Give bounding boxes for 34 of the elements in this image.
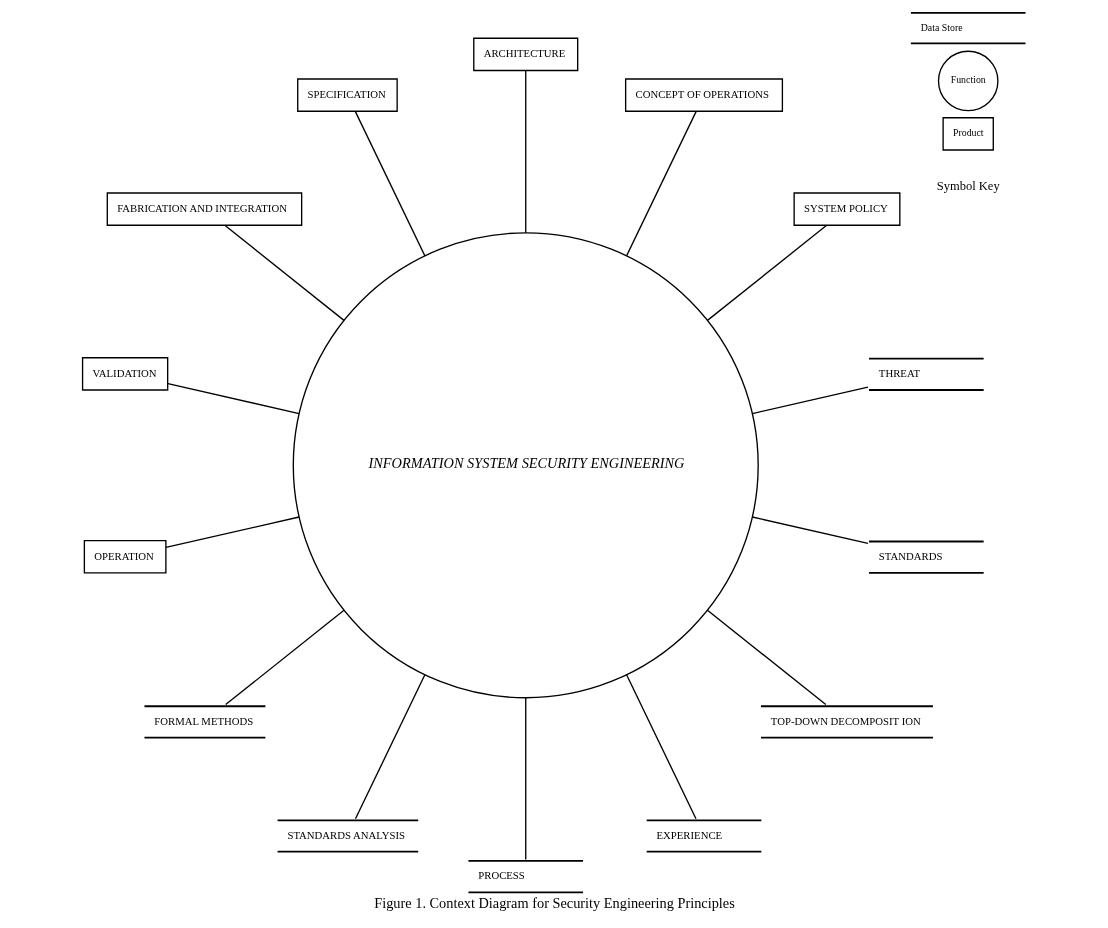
- node-text: TOP-DOWN DECOMPOSIT ION: [770, 714, 921, 727]
- node-text: EXPERIENCE: [656, 828, 722, 841]
- legend-label: Data Store: [920, 21, 963, 33]
- caption: Figure 1. Context Diagram for Security Engineering Principles: [373, 894, 735, 911]
- node-text: THREAT: [878, 367, 920, 380]
- node-circle: INFORMATION SYSTEM SECURITY ENGINEERING: [292, 232, 759, 699]
- connector: [224, 609, 345, 706]
- node-box: CONCEPT OF OPERATIONS: [624, 78, 783, 112]
- node-box: OPERATION: [83, 539, 167, 574]
- connector: [524, 69, 526, 234]
- node-box: SYSTEM POLICY: [792, 192, 900, 226]
- connector: [223, 224, 345, 322]
- node-box: FABRICATION AND INTEGRATION: [106, 192, 302, 226]
- connector: [625, 674, 697, 820]
- connector: [625, 110, 697, 257]
- connector: [706, 609, 826, 706]
- legend-label: Product: [952, 127, 984, 139]
- node-box: SPECIFICATION: [296, 78, 398, 112]
- node-box: VALIDATION: [81, 357, 168, 391]
- node-text: STANDARDS ANALYSIS: [286, 828, 405, 841]
- node-text: FORMAL METHODS: [153, 714, 253, 727]
- connector: [354, 110, 426, 257]
- node-text: STANDARDS: [878, 549, 942, 562]
- connector: [164, 516, 300, 549]
- connector: [354, 674, 426, 820]
- connector: [524, 697, 526, 861]
- connector: [751, 516, 869, 545]
- connector: [706, 224, 827, 322]
- legend-label: Function: [950, 74, 986, 86]
- label: Symbol Key: [936, 179, 1000, 194]
- node-text: PROCESS: [477, 869, 525, 882]
- node-box: ARCHITECTURE: [472, 37, 578, 72]
- connector: [166, 382, 300, 415]
- connector: [751, 386, 869, 415]
